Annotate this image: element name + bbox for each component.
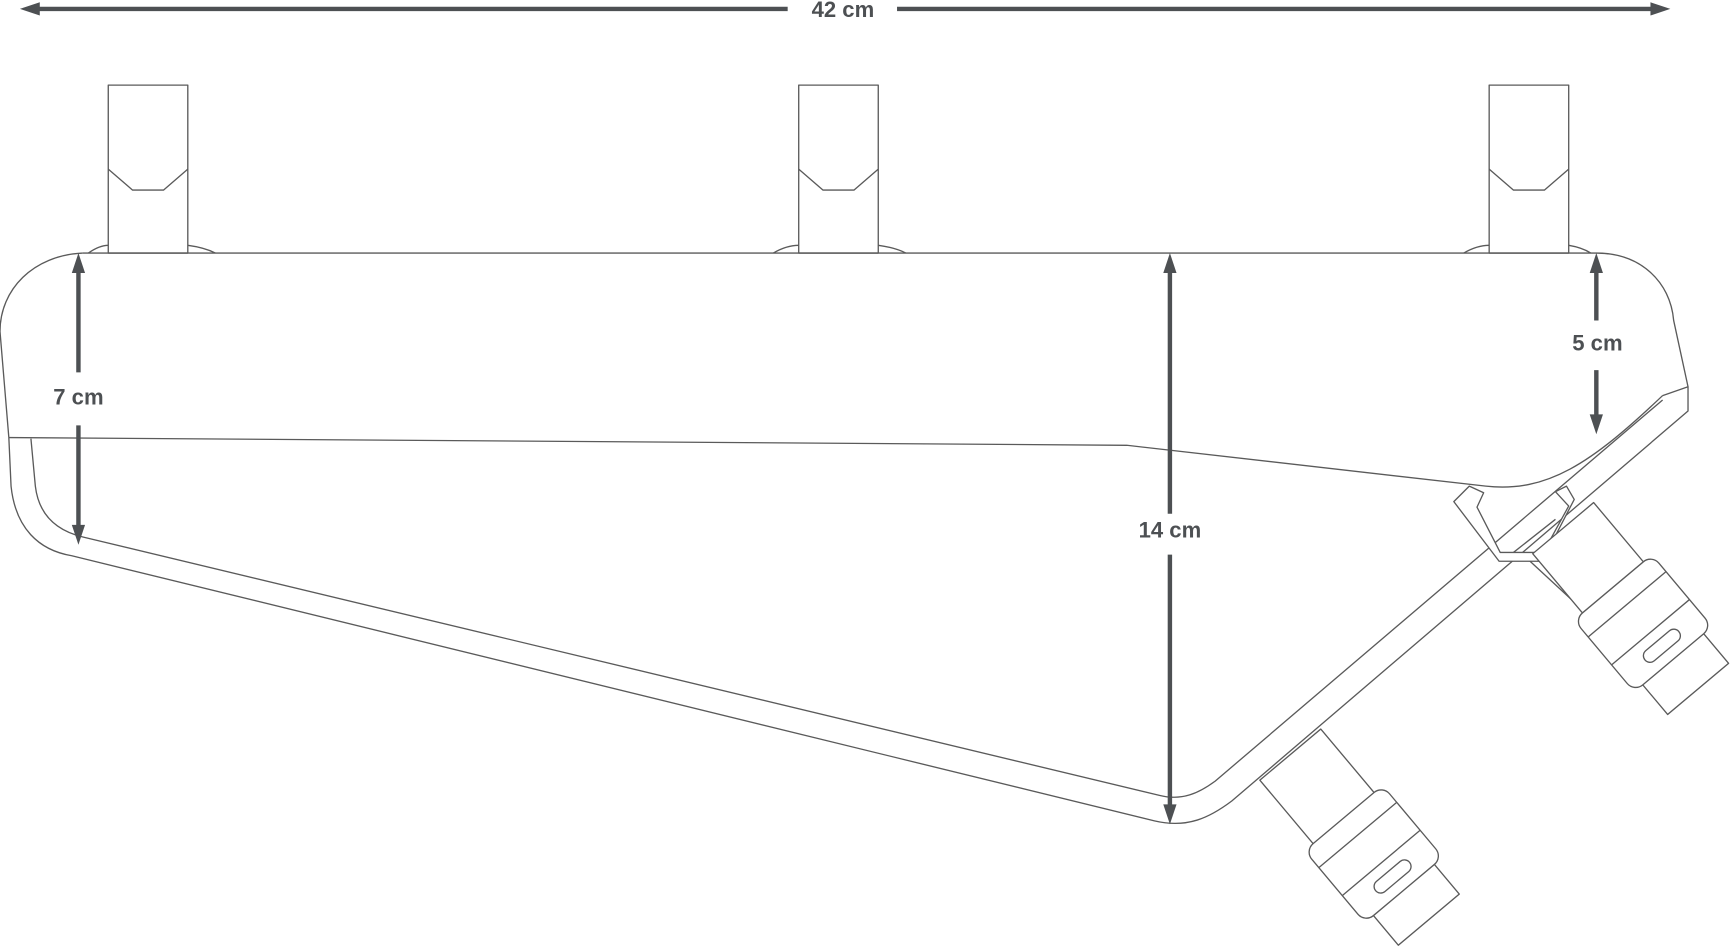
front-height-dimension: 7 cm bbox=[53, 253, 104, 545]
max-height-label: 14 cm bbox=[1139, 517, 1202, 542]
max-height-dimension: 14 cm bbox=[1139, 253, 1202, 825]
top-strap-rear bbox=[1463, 84, 1592, 254]
front-height-label: 7 cm bbox=[53, 385, 103, 410]
rear-height-dimension: 5 cm bbox=[1572, 253, 1623, 435]
arrow-right-icon bbox=[1650, 2, 1671, 16]
bag-body bbox=[0, 252, 1689, 825]
buckle-strap-lower bbox=[1259, 728, 1460, 946]
top-strap-front bbox=[87, 84, 216, 254]
top-strap-middle bbox=[772, 84, 907, 254]
length-dimension: 42 cm bbox=[19, 0, 1671, 22]
length-label: 42 cm bbox=[812, 0, 875, 22]
buckle-strap-upper bbox=[1532, 501, 1730, 716]
rear-height-label: 5 cm bbox=[1572, 331, 1622, 356]
arrow-left-icon bbox=[19, 2, 40, 16]
